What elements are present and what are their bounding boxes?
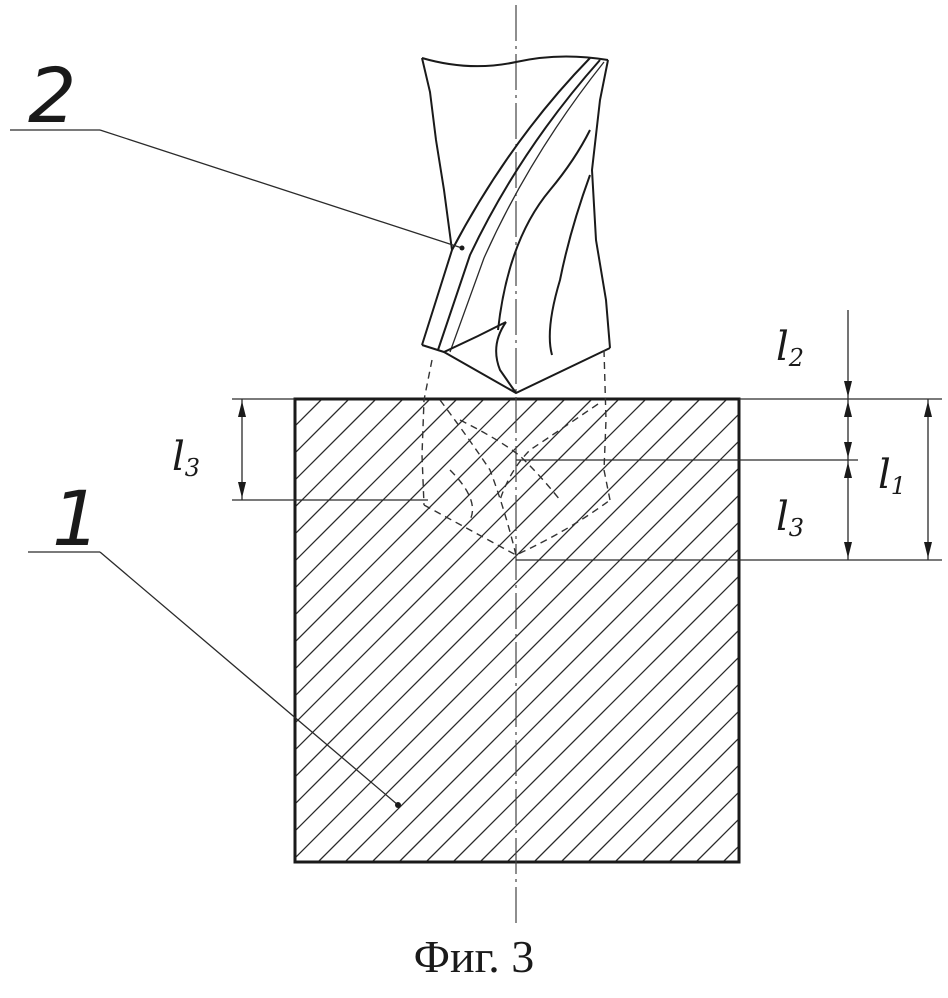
arrow-l3-left-bottom [238,482,246,498]
hatch-line [804,399,948,862]
hatch-line [885,399,948,862]
drill-right-contour [590,59,611,349]
hidden-flute-4 [449,469,474,521]
dimension-right-group [516,310,942,561]
hatch-line [722,845,739,862]
hatch-line [858,399,948,862]
hatch-line [587,710,739,862]
drill-back-flute [548,174,591,356]
drill-hidden-lines [421,349,611,556]
hatch-line [295,399,512,616]
label-2-dot [459,245,465,251]
arrow-l3-right-bottom [844,542,852,558]
hidden-left-edge [421,359,433,506]
hatch-line [614,737,739,862]
arrow-l1-bottom [924,542,932,558]
hatch-line [777,399,948,862]
arrow-l1-top [924,401,932,417]
hatch-line [695,818,739,862]
drill-flute-edge-4 [497,129,591,331]
hatch-line [295,399,296,400]
arrow-l3-right-mid-down [844,462,852,478]
hatch-line [295,399,674,778]
hatch-line [641,764,739,862]
hatch-line [295,399,620,724]
hatch-line [295,413,739,859]
hatch-line [560,683,739,862]
dim-label-l3-right: l3 [776,494,804,542]
hatch-line [939,399,948,862]
dim-label-l3-left: l3 [172,434,200,482]
hatch-line [295,399,566,670]
label-part-2: 2 [28,51,76,140]
arrow-l2 [844,381,852,397]
hatch-line [295,399,701,805]
hidden-flute-2 [499,403,599,501]
hatch-line [295,399,404,508]
hatch-line [295,399,458,562]
hidden-flute-3 [459,419,561,501]
drill-left-contour [421,57,453,251]
hatch-line [295,399,377,481]
arrow-l3-right-top [844,401,852,417]
hatch-line [317,440,739,862]
label-part-1: 1 [52,474,100,563]
label-2-leader [10,129,465,251]
workpiece-block [293,397,948,864]
hatch-line [295,399,647,751]
hatch-line [295,399,431,535]
label-2-line [99,129,463,249]
hatch-line [452,575,739,862]
drill [421,55,611,395]
hatch-line [398,521,739,862]
hidden-tip [423,499,611,556]
hidden-right-edge [603,349,611,501]
hatch-line [533,656,739,862]
hidden-flute-1 [439,399,517,556]
hatch-line [295,399,539,643]
drill-lip-left [421,321,507,354]
hatch-line [912,399,948,862]
arrow-l3-left-top [238,401,246,417]
label-1-leader [28,551,401,808]
drill-flute-edge-3 [449,61,605,353]
workpiece-hatching [295,399,948,862]
arrow-l3-right-mid-up [844,442,852,458]
hatch-line [371,494,739,862]
label-1-line [99,551,399,806]
dim-label-l2: l2 [776,324,804,372]
label-1-dot [395,802,401,808]
workpiece-outline [293,397,741,864]
drill-chisel-edge [495,321,517,394]
hatch-line [295,399,323,427]
drill-flute-edge-1 [421,57,591,346]
drill-tip [443,347,611,395]
hatch-line [425,548,739,862]
dim-label-l1: l1 [878,452,906,500]
figure-caption: Фиг. 3 [413,931,535,982]
drill-shank-break [421,55,609,68]
hatch-line [479,602,739,862]
hatch-line [344,467,739,862]
hatch-line [295,399,728,832]
drill-flute-edge-2 [437,59,601,351]
dimension-l3-left [232,398,428,501]
hatch-line [295,399,593,697]
hatch-line [295,399,485,589]
